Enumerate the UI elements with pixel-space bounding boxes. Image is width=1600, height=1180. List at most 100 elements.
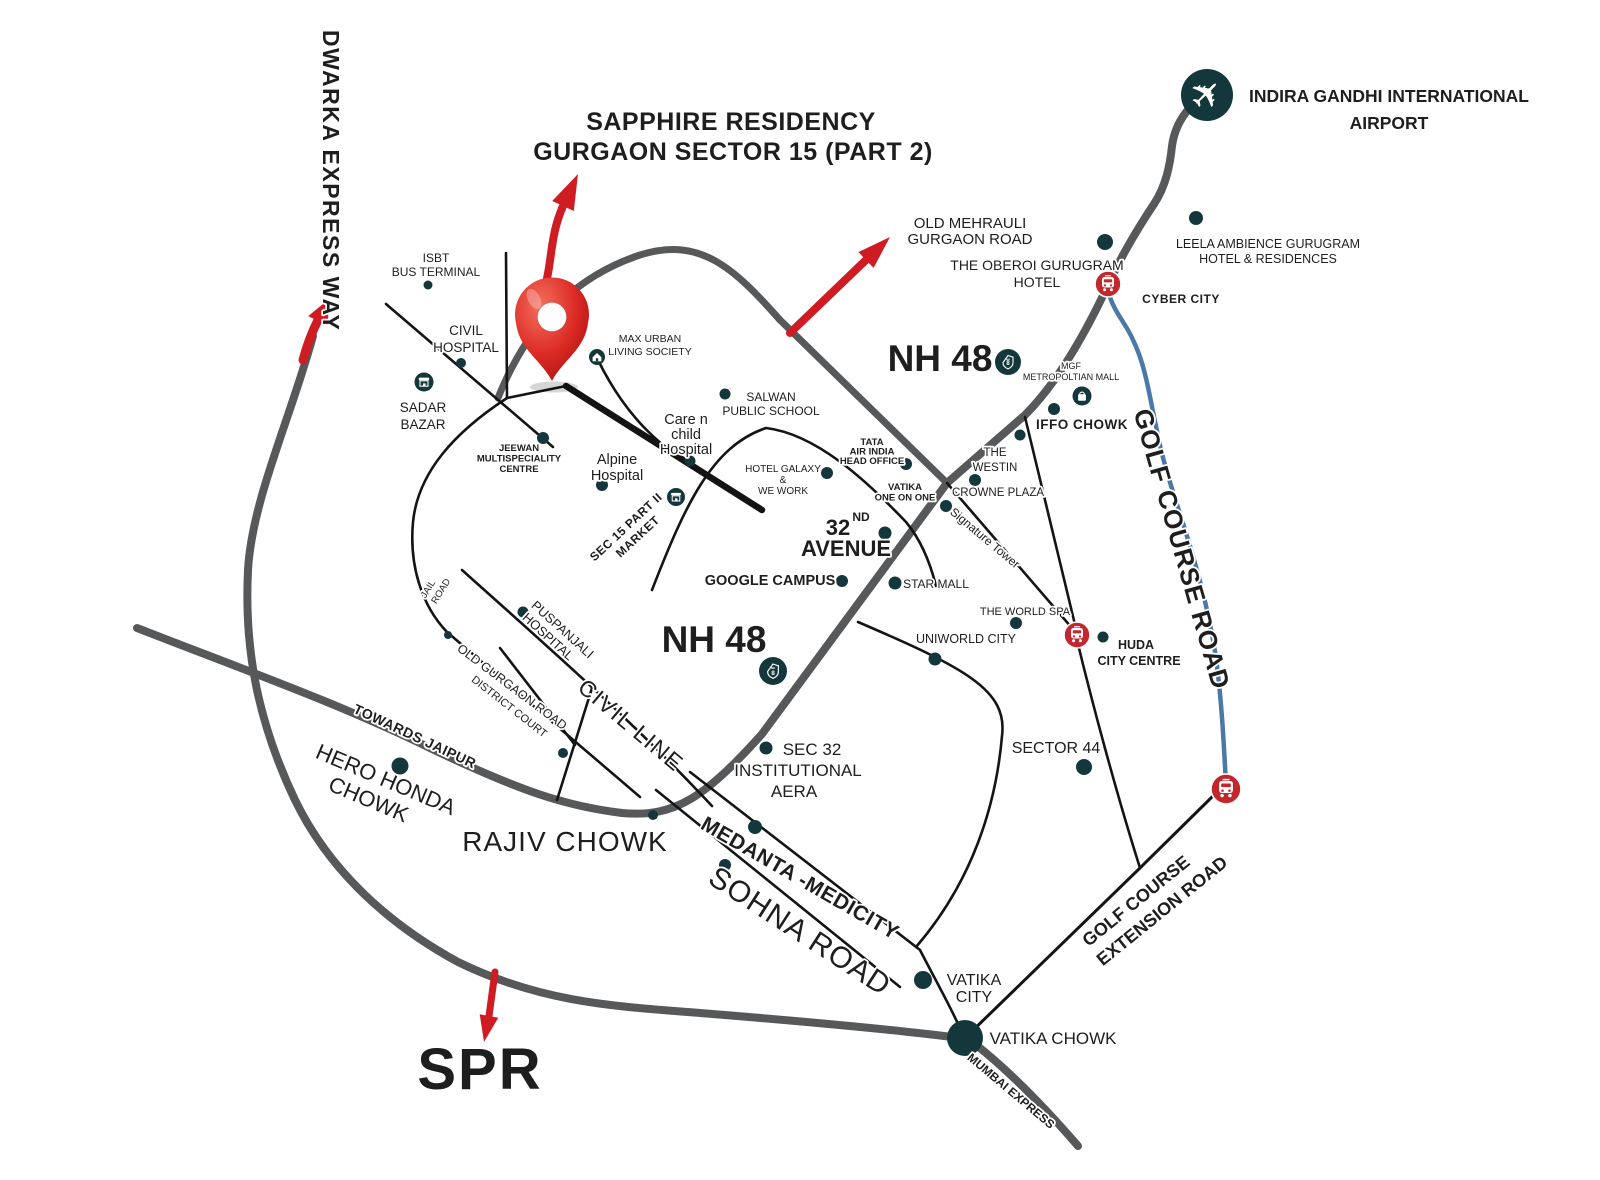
label-spr: SPR (417, 1037, 542, 1102)
shop-sec15-market-icon (667, 488, 685, 506)
dot-the-westin (1014, 429, 1026, 441)
label-iffo-chowk: IFFO CHOWK (1036, 417, 1128, 432)
road-nh48 (133, 96, 1202, 818)
shop-sadar-bazar-icon (414, 372, 434, 392)
dot-signature-tower (940, 500, 952, 512)
label-rajiv-chowk: RAJIV CHOWK (462, 826, 667, 857)
dot-crowne-plaza (969, 474, 981, 486)
road-medanta (654, 788, 902, 989)
road-32nd-avenue (650, 426, 938, 592)
dot-old-gurgaon-road (444, 631, 452, 639)
dot-uniworld-city (928, 652, 942, 666)
dot-isbt (423, 280, 433, 290)
label-signature-tower: Signature Tower (947, 505, 1022, 571)
dot-sector-44 (1076, 759, 1092, 775)
road-max-urban (596, 358, 764, 512)
svg-text:NH: NH (771, 666, 775, 670)
label-puspanjali-hospital: PUSPANJALIHOSPITAL (519, 597, 597, 672)
road-golf-course-extension (963, 793, 1216, 1040)
label-avenue-32-nd: ND (852, 510, 870, 524)
location-pin-icon (515, 277, 590, 393)
svg-text:8: 8 (771, 670, 775, 677)
road-sec15-west (411, 396, 642, 799)
label-crowne-plaza: CROWNE PLAZA (952, 487, 1044, 499)
dot-sohna (719, 859, 731, 871)
label-dwarka-expressway: DWARKA EXPRESS WAY (318, 30, 344, 331)
old-mehrauli-arrow-icon (786, 237, 890, 337)
road-dwarka-spr (243, 332, 1082, 1150)
metro-cyber-city-icon (1094, 270, 1122, 298)
label-sector-44: SECTOR 44 (1012, 740, 1101, 757)
dot-sec-32 (759, 741, 773, 755)
road-isbt (504, 251, 509, 400)
label-old-gurgaon-road: OLD GURGAON ROAD (455, 641, 570, 732)
road-district-court (498, 646, 577, 747)
dot-avenue-32 (878, 526, 892, 540)
dot-oberoi (1097, 234, 1113, 250)
arrows-layer (298, 174, 890, 1042)
airport-icon: ✈ (1180, 68, 1234, 122)
road-golf-course (1105, 287, 1229, 787)
label-star-mall: STAR MALL (903, 577, 969, 591)
road-iffo-westin (1023, 415, 1079, 635)
dwarka-arrow-icon (298, 299, 329, 365)
svg-text:8: 8 (1006, 361, 1010, 367)
spr-arrow-icon (479, 968, 499, 1042)
dot-hero-honda-chowk (391, 757, 409, 775)
dot-huda (1097, 631, 1109, 643)
dot-rajiv-chowk (648, 810, 658, 820)
label-nh48-north: NH 48 (888, 338, 993, 379)
road-huda-south (1075, 638, 1142, 870)
dot-alpine (596, 479, 608, 491)
dot-care-n-child (684, 455, 696, 467)
sapphire-arrow-icon (539, 174, 578, 298)
nh48-shield-north-icon: NH8 (995, 349, 1021, 375)
dot-vatika-city (914, 971, 932, 989)
label-jail-road: JAILROAD (418, 570, 453, 606)
label-mumbai-express: MUMBAI EXPRESS (965, 1050, 1058, 1131)
roads-black (384, 251, 1216, 1040)
dot-medanta (748, 820, 762, 834)
dot-puspanjali (517, 606, 529, 618)
dot-salwan (719, 388, 731, 400)
label-uniworld-city: UNIWORLD CITY (916, 632, 1017, 646)
road-sector-44-arc (856, 620, 1004, 949)
label-the-world-spa: THE WORLD SPA (980, 606, 1071, 618)
label-nh48-south: NH 48 (662, 619, 767, 660)
label-google-campus: GOOGLE CAMPUS (705, 573, 836, 589)
dot-jeewan (537, 432, 549, 444)
label-civil-line: CIVIL LINE (573, 674, 689, 777)
road-civil-line (460, 568, 714, 808)
dot-the-world-spa (1010, 617, 1022, 629)
road-signature-tower (945, 481, 1080, 637)
dot-district-court (558, 748, 568, 758)
label-avenue-32-word: AVENUE (801, 536, 891, 561)
dots-layer (391, 211, 1203, 1056)
metro-golf-course-ext-icon (1210, 773, 1242, 805)
bag-mgf-mall-icon (1072, 386, 1092, 406)
dot-civil-hospital (456, 358, 466, 368)
label-cyber-city: CYBER CITY (1142, 292, 1220, 306)
home-max-urban-icon (589, 349, 605, 365)
svg-text:NH: NH (1006, 357, 1010, 361)
